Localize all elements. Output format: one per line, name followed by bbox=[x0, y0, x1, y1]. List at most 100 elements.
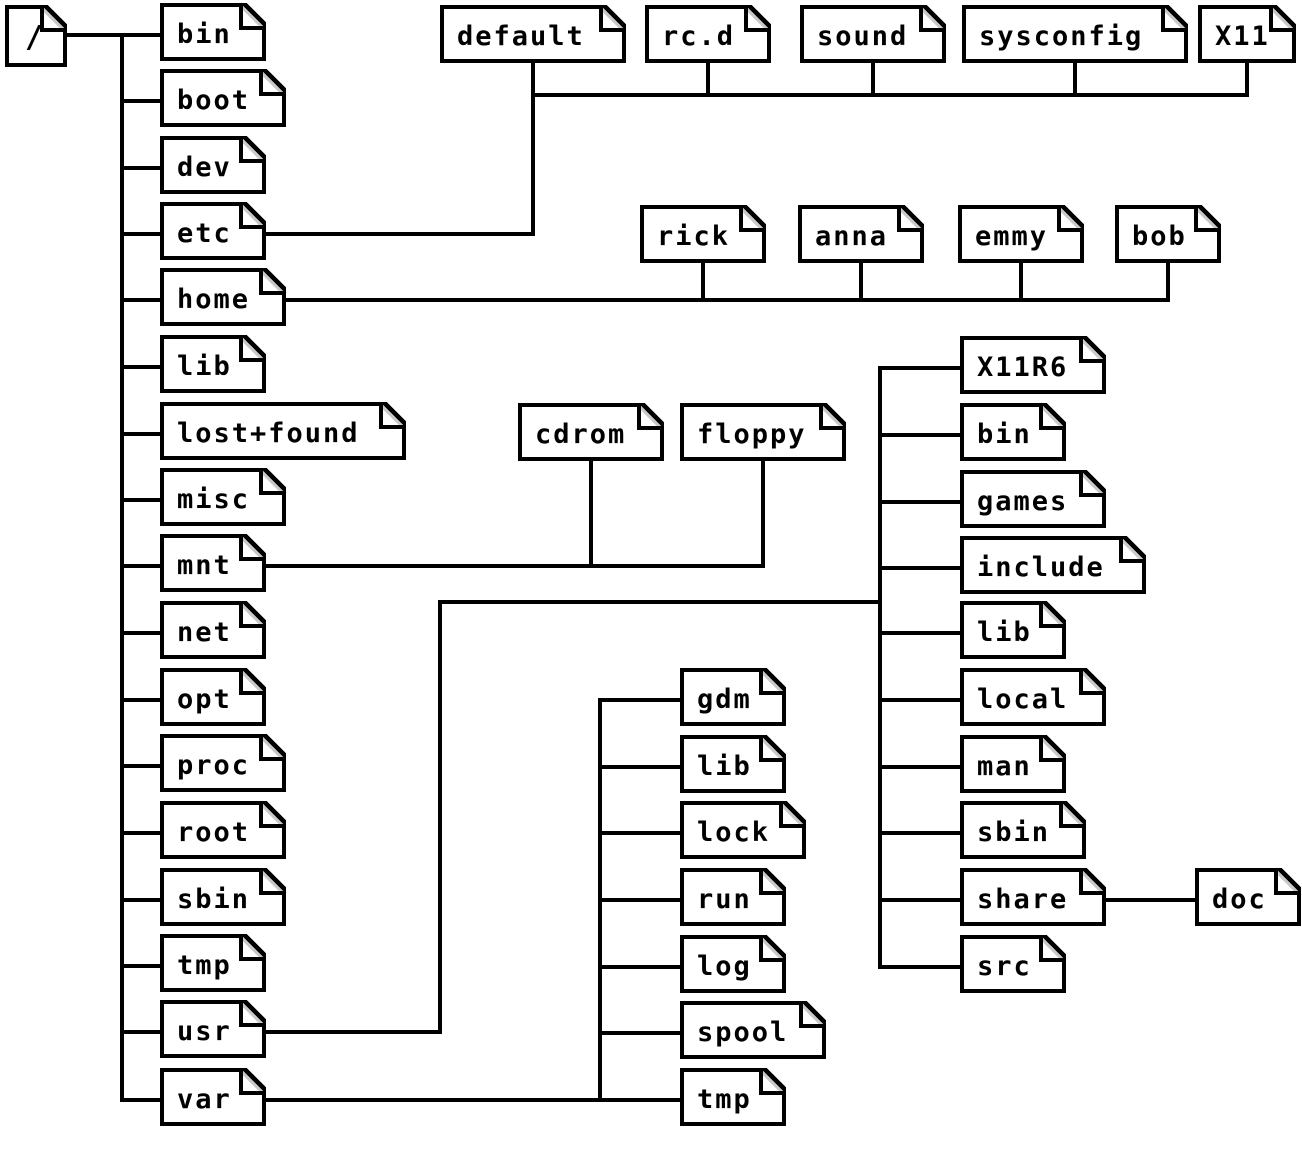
node-var-lib: lib bbox=[680, 735, 786, 793]
node-label: floppy bbox=[697, 418, 807, 450]
dogear-icon bbox=[239, 335, 266, 362]
node-etc-rcd: rc.d bbox=[645, 5, 771, 63]
node-var-tmp: tmp bbox=[680, 1068, 786, 1126]
dogear-icon bbox=[744, 5, 771, 32]
node-label: lib bbox=[977, 616, 1032, 648]
node-label: sysconfig bbox=[979, 20, 1144, 52]
node-etc-x11: X11 bbox=[1198, 5, 1296, 63]
dogear-icon bbox=[919, 5, 946, 32]
dogear-icon bbox=[1079, 668, 1106, 695]
node-mnt-floppy: floppy bbox=[680, 403, 846, 461]
node-tmp: tmp bbox=[160, 934, 266, 992]
node-label: doc bbox=[1212, 883, 1267, 915]
node-boot: boot bbox=[160, 69, 286, 127]
node-home-rick: rick bbox=[640, 205, 766, 263]
node-usr-sbin: sbin bbox=[960, 801, 1086, 859]
dogear-icon bbox=[379, 402, 406, 429]
node-usr-bin: bin bbox=[960, 403, 1066, 461]
node-usr-games: games bbox=[960, 470, 1106, 528]
dogear-icon bbox=[759, 668, 786, 695]
node-root: / bbox=[5, 5, 67, 67]
node-label: root bbox=[177, 816, 251, 848]
node-etc-sound: sound bbox=[800, 5, 946, 63]
node-label: boot bbox=[177, 84, 251, 116]
node-label: sbin bbox=[177, 883, 251, 915]
node-var-gdm: gdm bbox=[680, 668, 786, 726]
dogear-icon bbox=[637, 403, 664, 430]
node-label: bin bbox=[177, 18, 232, 50]
node-label: dev bbox=[177, 151, 232, 183]
node-usr-x11r6: X11R6 bbox=[960, 336, 1106, 394]
dogear-icon bbox=[1039, 735, 1066, 762]
dogear-icon bbox=[239, 202, 266, 229]
dogear-icon bbox=[40, 5, 67, 32]
node-var-log: log bbox=[680, 935, 786, 993]
dogear-icon bbox=[599, 5, 626, 32]
node-net: net bbox=[160, 601, 266, 659]
node-label: gdm bbox=[697, 683, 752, 715]
dogear-icon bbox=[1269, 5, 1296, 32]
node-label: tmp bbox=[697, 1083, 752, 1115]
node-lost-found: lost+found bbox=[160, 402, 406, 460]
node-label: sbin bbox=[977, 816, 1051, 848]
dogear-icon bbox=[759, 868, 786, 895]
connector-mnt-branch bbox=[264, 459, 765, 568]
dogear-icon bbox=[1059, 801, 1086, 828]
node-label: share bbox=[977, 883, 1069, 915]
dogear-icon bbox=[1057, 205, 1084, 232]
node-lib: lib bbox=[160, 335, 266, 393]
node-label: man bbox=[977, 750, 1032, 782]
dogear-icon bbox=[1274, 868, 1301, 895]
dogear-icon bbox=[1161, 5, 1188, 32]
node-label: rick bbox=[657, 220, 731, 252]
node-label: X11 bbox=[1215, 20, 1270, 52]
node-label: var bbox=[177, 1083, 232, 1115]
node-var-lock: lock bbox=[680, 801, 806, 859]
node-opt: opt bbox=[160, 668, 266, 726]
dogear-icon bbox=[239, 1068, 266, 1095]
dogear-icon bbox=[759, 935, 786, 962]
node-proc: proc bbox=[160, 734, 286, 792]
node-mnt: mnt bbox=[160, 534, 266, 592]
node-label: games bbox=[977, 485, 1069, 517]
dogear-icon bbox=[819, 403, 846, 430]
node-usr-lib: lib bbox=[960, 601, 1066, 659]
dogear-icon bbox=[1079, 868, 1106, 895]
node-label: opt bbox=[177, 683, 232, 715]
node-bin: bin bbox=[160, 3, 266, 61]
node-label: mnt bbox=[177, 549, 232, 581]
node-etc-default: default bbox=[440, 5, 626, 63]
node-misc: misc bbox=[160, 468, 286, 526]
dogear-icon bbox=[1039, 403, 1066, 430]
dogear-icon bbox=[259, 268, 286, 295]
node-label: etc bbox=[177, 217, 232, 249]
node-label: / bbox=[25, 20, 46, 55]
node-mnt-cdrom: cdrom bbox=[518, 403, 664, 461]
node-var-run: run bbox=[680, 868, 786, 926]
node-label: cdrom bbox=[535, 418, 627, 450]
node-home-bob: bob bbox=[1115, 205, 1221, 263]
node-home-anna: anna bbox=[798, 205, 924, 263]
dogear-icon bbox=[1079, 336, 1106, 363]
dogear-icon bbox=[239, 668, 266, 695]
node-label: include bbox=[977, 551, 1105, 583]
dogear-icon bbox=[239, 1000, 266, 1027]
dogear-icon bbox=[759, 1068, 786, 1095]
connector-usr-branch bbox=[264, 366, 962, 1034]
dogear-icon bbox=[259, 69, 286, 96]
node-usr-include: include bbox=[960, 536, 1146, 594]
node-label: bob bbox=[1132, 220, 1187, 252]
node-etc-sysconfig: sysconfig bbox=[962, 5, 1188, 63]
connector-var-branch bbox=[264, 698, 682, 1102]
node-label: lock bbox=[697, 816, 771, 848]
node-usr: usr bbox=[160, 1000, 266, 1058]
node-label: home bbox=[177, 283, 251, 315]
dogear-icon bbox=[1079, 470, 1106, 497]
node-sbin: sbin bbox=[160, 868, 286, 926]
node-usr-man: man bbox=[960, 735, 1066, 793]
node-label: proc bbox=[177, 749, 251, 781]
node-share-doc: doc bbox=[1195, 868, 1301, 926]
node-label: rc.d bbox=[662, 20, 736, 52]
node-label: usr bbox=[177, 1015, 232, 1047]
